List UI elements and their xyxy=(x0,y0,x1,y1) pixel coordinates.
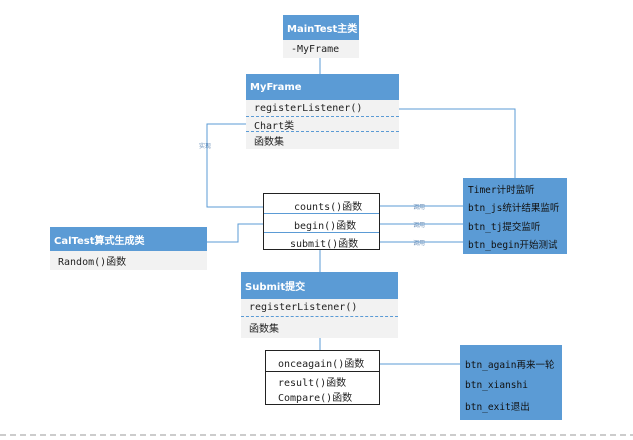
middle-function-box: counts()函数 begin()函数 submit()函数 xyxy=(263,193,380,250)
myframe-row-registerlistener: registerListener() xyxy=(246,100,399,117)
maintest-title: MainTest主类 xyxy=(287,24,358,35)
caltest-title: CalTest算式生成类 xyxy=(54,235,145,247)
compare-function-row: Compare()函数 xyxy=(278,392,353,404)
result-function-row: result()函数 xyxy=(278,377,347,389)
timer-row: Timer计时监听 xyxy=(468,185,535,196)
caltest-row-random: Random()函数 xyxy=(50,251,207,270)
call-label-begin: 调用 xyxy=(413,222,426,229)
submit-header: Submit提交 xyxy=(241,272,398,299)
bottom-function-box: onceagain()函数 result()函数 Compare()函数 xyxy=(265,350,380,405)
again-button-box: btn_again再来一轮 btn_xianshi btn_exit退出 xyxy=(460,345,562,420)
btn-tj-row: btn_tj提交监听 xyxy=(468,222,541,233)
maintest-header: MainTest主类 xyxy=(283,15,359,40)
timer-listener-box: Timer计时监听 btn_js统计结果监听 btn_tj提交监听 btn_be… xyxy=(463,178,567,254)
call-label-submit: 调用 xyxy=(413,240,426,247)
submit-function-row: submit()函数 xyxy=(290,238,359,250)
btn-js-row: btn_js统计结果监听 xyxy=(468,203,560,214)
btn-xianshi-row: btn_xianshi xyxy=(465,380,528,391)
myframe-timer-link xyxy=(373,108,516,178)
btn-exit-row: btn_exit退出 xyxy=(465,402,530,413)
submit-row-functions: 函数集 xyxy=(241,317,398,338)
middle-separator-2 xyxy=(264,232,379,233)
caltest-begin-link xyxy=(207,223,265,243)
counts-function-row: counts()函数 xyxy=(294,201,363,213)
begin-function-row: begin()函数 xyxy=(294,220,357,232)
chart-realize-link xyxy=(206,123,265,208)
myframe-title: MyFrame xyxy=(250,81,302,93)
caltest-header: CalTest算式生成类 xyxy=(50,227,207,251)
btn-again-row: btn_again再来一轮 xyxy=(465,360,555,371)
submit-row-registerlistener: registerListener() xyxy=(241,299,398,317)
maintest-row-myframe: -MyFrame xyxy=(283,40,359,58)
myframe-row-functions: 函数集 xyxy=(246,132,399,149)
middle-separator-1 xyxy=(264,213,379,214)
bottom-separator xyxy=(266,371,379,372)
myframe-row-chart: Chart类 xyxy=(246,117,399,132)
btn-begin-row: btn_begin开始测试 xyxy=(468,240,558,251)
onceagain-function-row: onceagain()函数 xyxy=(278,358,365,370)
realize-label: 实现 xyxy=(199,143,212,150)
call-label-counts: 调用 xyxy=(413,204,426,211)
myframe-header: MyFrame xyxy=(246,74,399,100)
submit-title: Submit提交 xyxy=(245,282,306,293)
